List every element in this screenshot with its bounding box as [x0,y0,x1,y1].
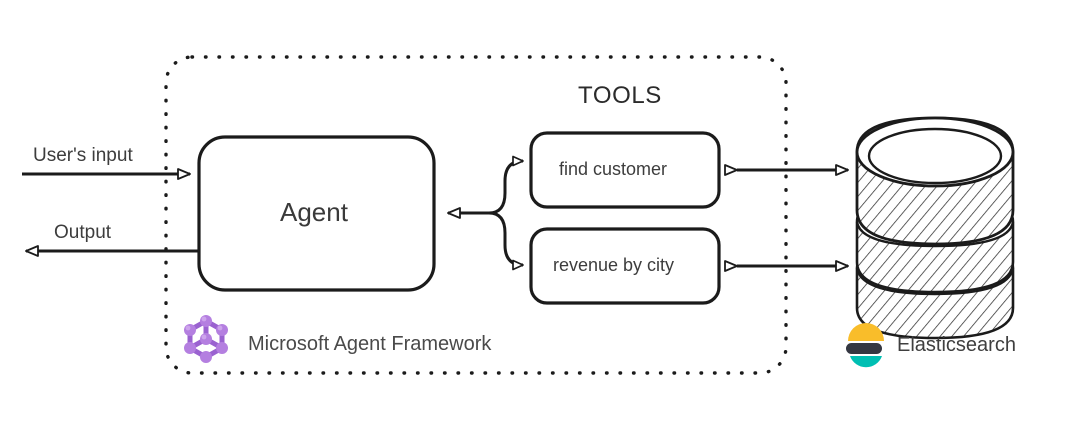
microsoft-agent-framework-logo [184,315,228,363]
agent-box[interactable] [197,135,436,292]
tools-heading: TOOLS [578,82,662,109]
database-cylinder-icon [855,116,1015,340]
agent-branch-lower [488,211,524,271]
output-label: Output [54,222,112,243]
datastore-label: Elasticsearch [897,334,1016,356]
tool-label-revenue-by-city: revenue by city [553,255,675,275]
agent-label: Agent [280,197,348,227]
agent-framework-boundary [164,55,788,375]
tool-label-find-customer: find customer [559,159,668,179]
user-input-label: User's input [33,145,133,166]
tool-box-revenue-by-city[interactable] [529,227,721,305]
elasticsearch-logo [846,323,884,368]
tool-box-find-customer[interactable] [529,131,721,209]
framework-label: Microsoft Agent Framework [248,333,492,355]
agent-branch-upper [488,155,524,215]
